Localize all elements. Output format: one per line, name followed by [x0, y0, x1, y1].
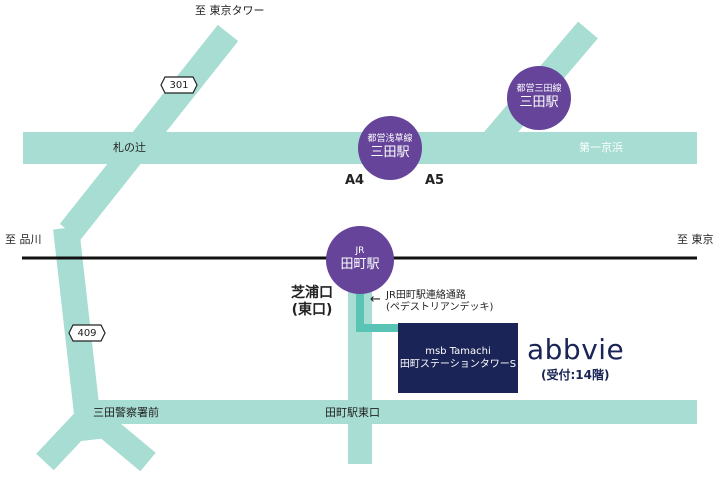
shibaura-exit-name: 芝浦口: [291, 285, 333, 301]
station-mita-mita-line: 都営三田線 三田駅: [507, 66, 571, 130]
station-name-tamachi: 田町駅: [340, 256, 380, 272]
route-301-label: 301: [169, 79, 189, 91]
station-line-asakusa: 都営浅草線: [367, 134, 413, 145]
building-msb-tamachi: msb Tamachi 田町ステーションタワーS: [398, 323, 518, 393]
shibaura-exit-label: 芝浦口 (東口): [291, 285, 333, 319]
route-301-shield: 301: [160, 76, 198, 94]
building-name-en: msb Tamachi: [425, 345, 491, 357]
road-label-fudanotsuji: 札の辻: [113, 141, 146, 154]
direction-tokyo-tower: 至 東京タワー: [195, 4, 265, 17]
station-line-mita: 都営三田線: [516, 84, 562, 95]
route-409-label: 409: [77, 327, 97, 339]
direction-tokyo: 至 東京: [677, 233, 714, 246]
station-line-jr: JR: [355, 246, 365, 257]
station-name-mita: 三田駅: [370, 144, 410, 160]
walkway-label: JR田町駅連絡通路 (ペデストリアンデッキ): [386, 290, 493, 314]
shibaura-exit-sub: (東口): [291, 301, 333, 318]
road-label-tamachi-eki-higashiguchi: 田町駅東口: [325, 406, 380, 419]
abbvie-logo: abbvie: [527, 333, 625, 366]
station-tamachi-jr: JR 田町駅: [326, 226, 394, 294]
station-mita-asakusa: 都営浅草線 三田駅: [358, 116, 422, 180]
road-label-daiichi-keihin: 第一京浜: [579, 141, 623, 154]
road-label-mita-keisatsusho-mae: 三田警察署前: [93, 406, 159, 419]
walkway-name: JR田町駅連絡通路: [386, 290, 466, 301]
direction-shinagawa: 至 品川: [5, 233, 42, 246]
station-name-mita: 三田駅: [519, 94, 559, 110]
building-name-jp: 田町ステーションタワーS: [399, 359, 517, 370]
walkway-sub: (ペデストリアンデッキ): [386, 302, 494, 313]
road-route-301: [59, 24, 239, 241]
reception-floor: (受付:14階): [541, 368, 610, 382]
route-409-shield: 409: [68, 324, 106, 342]
exit-a4: A4: [345, 173, 365, 188]
exit-a5: A5: [425, 173, 445, 188]
walkway-arrow: ←: [370, 292, 381, 307]
